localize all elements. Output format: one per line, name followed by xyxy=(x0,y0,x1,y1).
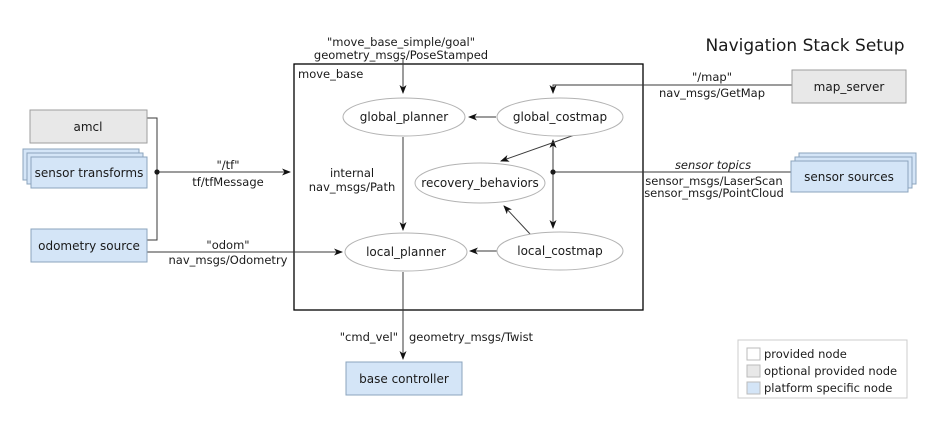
legend-label-platform: platform specific node xyxy=(764,381,892,395)
sensor-topics-label: sensor topics xyxy=(675,158,751,172)
local-costmap-ellipse xyxy=(496,231,624,271)
edge-amcl-odometry-connector xyxy=(147,117,158,241)
move-base-container-box xyxy=(293,63,644,311)
global-costmap-label: global_costmap xyxy=(513,110,607,124)
goal-topic-label: "move_base_simple/goal" xyxy=(327,35,475,49)
internal-topic-label: internal xyxy=(330,166,374,180)
amcl-box xyxy=(29,109,148,144)
node-local-costmap: local_costmap xyxy=(496,231,624,271)
odom-topic-label: "odom" xyxy=(206,238,249,252)
global-costmap-ellipse xyxy=(496,97,624,137)
diagram-title: Navigation Stack Setup xyxy=(705,36,904,56)
cmdvel-topic-label: "cmd_vel" xyxy=(340,330,398,344)
node-global-planner: global_planner xyxy=(342,97,466,137)
goal-type-label: geometry_msgs/PoseStamped xyxy=(314,48,488,62)
map-type-label: nav_msgs/GetMap xyxy=(659,86,765,100)
sensor-type1-label: sensor_msgs/LaserScan xyxy=(645,174,782,188)
base-controller-label: base controller xyxy=(359,372,449,386)
sensor-type2-label: sensor_msgs/PointCloud xyxy=(644,186,784,200)
recovery-behaviors-ellipse xyxy=(414,162,546,204)
sensor-transforms-label: sensor transforms xyxy=(35,166,144,180)
edge-map-arrow xyxy=(549,84,792,94)
odometry-source-box xyxy=(30,228,148,263)
tf-type-label: tf/tfMessage xyxy=(192,175,263,189)
legend: provided node optional provided node pla… xyxy=(737,339,908,399)
amcl-label: amcl xyxy=(74,120,103,134)
base-controller-box xyxy=(345,361,463,396)
local-costmap-label: local_costmap xyxy=(517,244,603,258)
map-server-box xyxy=(791,69,907,104)
node-odometry-source: odometry source xyxy=(30,228,148,263)
move-base-container-label: move_base xyxy=(298,67,363,81)
legend-label-optional: optional provided node xyxy=(764,364,897,378)
node-local-planner: local_planner xyxy=(344,232,468,272)
map-topic-label: "/map" xyxy=(692,70,732,84)
map-server-label: map_server xyxy=(814,80,885,94)
tf-topic-label: "/tf" xyxy=(216,158,239,172)
junction-dot-tf xyxy=(154,169,160,175)
node-amcl: amcl xyxy=(29,109,148,144)
legend-swatch-provided xyxy=(746,347,761,361)
node-sensor-transforms: sensor transforms xyxy=(22,148,148,189)
junction-dot-sensor xyxy=(550,169,556,175)
odom-type-label: nav_msgs/Odometry xyxy=(169,253,288,267)
legend-box xyxy=(737,339,908,399)
internal-type-label: nav_msgs/Path xyxy=(309,180,396,194)
legend-label-provided: provided node xyxy=(764,347,847,361)
edge-globalcostmap-to-recovery xyxy=(500,131,584,162)
sensor-sources-label: sensor sources xyxy=(804,170,894,184)
local-planner-ellipse xyxy=(344,232,468,272)
recovery-behaviors-label: recovery_behaviors xyxy=(421,176,538,190)
odometry-source-label: odometry source xyxy=(38,239,140,253)
legend-swatch-optional xyxy=(746,364,761,378)
global-planner-label: global_planner xyxy=(360,110,448,124)
node-recovery-behaviors: recovery_behaviors xyxy=(414,162,546,204)
node-base-controller: base controller xyxy=(345,361,463,396)
node-sensor-sources: sensor sources xyxy=(790,152,917,193)
edge-localcostmap-to-recovery xyxy=(503,205,532,236)
cmdvel-type-label: geometry_msgs/Twist xyxy=(409,330,534,344)
legend-swatch-platform xyxy=(746,381,761,395)
global-planner-ellipse xyxy=(342,97,466,137)
node-map-server: map_server xyxy=(791,69,907,104)
node-global-costmap: global_costmap xyxy=(496,97,624,137)
sensor-sources-box xyxy=(790,160,909,193)
local-planner-label: local_planner xyxy=(366,245,446,259)
sensor-transforms-box xyxy=(30,156,148,189)
